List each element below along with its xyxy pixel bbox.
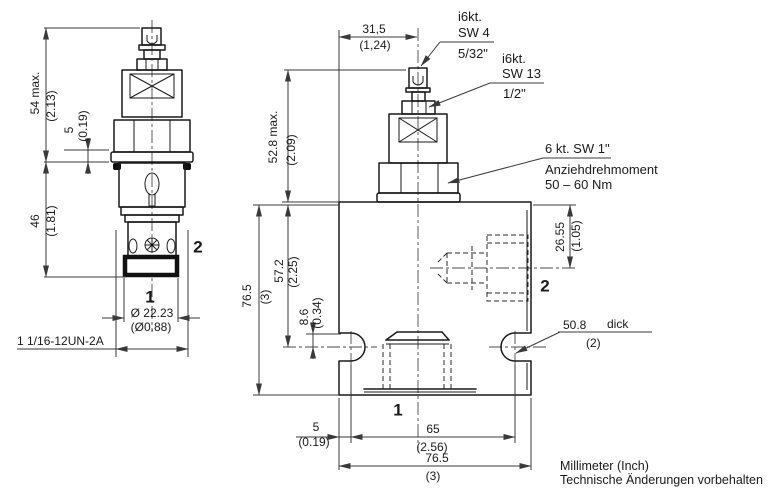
dim-50-8-word: dick — [607, 317, 629, 331]
dim-31-5-inch: (1,24) — [359, 38, 390, 52]
dim-65-mm: 65 — [426, 422, 440, 436]
dim-76-5-height-inch: (3) — [258, 290, 272, 305]
dim-46-mm: 46 — [28, 214, 42, 228]
dim-5-mm: 5 — [62, 126, 76, 133]
dim-50-8-inch: (2) — [586, 336, 601, 350]
cartridge-view: 54 max. (2.13) 5 (0.19) 46 (1.81) 2 1 Ø … — [17, 20, 203, 357]
block-dimensions — [253, 30, 652, 470]
dim-31-5-mm: 31,5 — [362, 22, 386, 36]
dim-8-6-mm: 8.6 — [297, 308, 311, 325]
dim-52-8-inch: (2.09) — [284, 134, 298, 165]
dim-76-5-width-inch: (3) — [426, 469, 441, 483]
label-hex-line1: 6 kt. SW 1" — [545, 141, 610, 156]
units-note: Millimeter (Inch) — [560, 459, 649, 473]
dim-26-55-inch: (1.05) — [569, 220, 583, 251]
block-outline — [338, 67, 532, 396]
label-setscrew-inch: 5/32" — [458, 46, 488, 61]
label-locknut-inch: 1/2" — [503, 86, 526, 101]
dim-diameter-mm: Ø 22.23 — [131, 306, 174, 320]
dim-76-5-width-mm: 76.5 — [425, 451, 449, 465]
dim-5-offset-mm: 5 — [313, 420, 320, 434]
label-hex-line3: 50 – 60 Nm — [545, 177, 612, 192]
dim-5-offset-inch: (0.19) — [298, 435, 329, 449]
dim-5-inch: (0.19) — [76, 110, 90, 141]
cartridge-outline — [110, 27, 194, 278]
block-view: 31,5 (1,24) i6kt. SW 4 5/32" i6kt. SW 13… — [240, 9, 658, 483]
label-locknut-line2: SW 13 — [502, 66, 541, 81]
block-port2-label: 2 — [540, 276, 549, 295]
block-centerlines — [283, 28, 576, 452]
label-setscrew-line1: i6kt. — [458, 9, 482, 24]
block-port1-label: 1 — [393, 400, 402, 419]
label-setscrew-line2: SW 4 — [458, 25, 490, 40]
dim-52-8-mm: 52.8 max. — [266, 111, 280, 164]
dim-54-inch: (2.13) — [44, 90, 58, 121]
dim-65-inch: (2.56) — [416, 440, 447, 454]
revision-note: Technische Änderungen vorbehalten — [560, 473, 763, 487]
dim-50-8-mm: 50.8 — [563, 318, 587, 332]
cartridge-port2-label: 2 — [193, 237, 202, 256]
dim-54-mm: 54 max. — [28, 72, 42, 115]
thread-spec-label: 1 1/16-12UN-2A — [17, 334, 104, 348]
dim-diameter-inch: (Ø0.88) — [131, 320, 172, 334]
dim-46-inch: (1.81) — [44, 205, 58, 236]
dim-76-5-height-mm: 76.5 — [240, 284, 254, 308]
cartridge-port1-label: 1 — [145, 287, 154, 306]
label-locknut-line1: i6kt. — [502, 51, 526, 66]
dim-57-2-mm: 57.2 — [272, 259, 286, 283]
footer-notes: Millimeter (Inch) Technische Änderungen … — [560, 459, 763, 487]
cartridge-dimensions — [17, 27, 200, 357]
dim-57-2-inch: (2.25) — [286, 256, 300, 287]
dim-8-6-inch: (0.34) — [310, 297, 324, 328]
label-hex-line2: Anziehdrehmoment — [545, 162, 658, 177]
dim-26-55-mm: 26.55 — [553, 222, 567, 252]
